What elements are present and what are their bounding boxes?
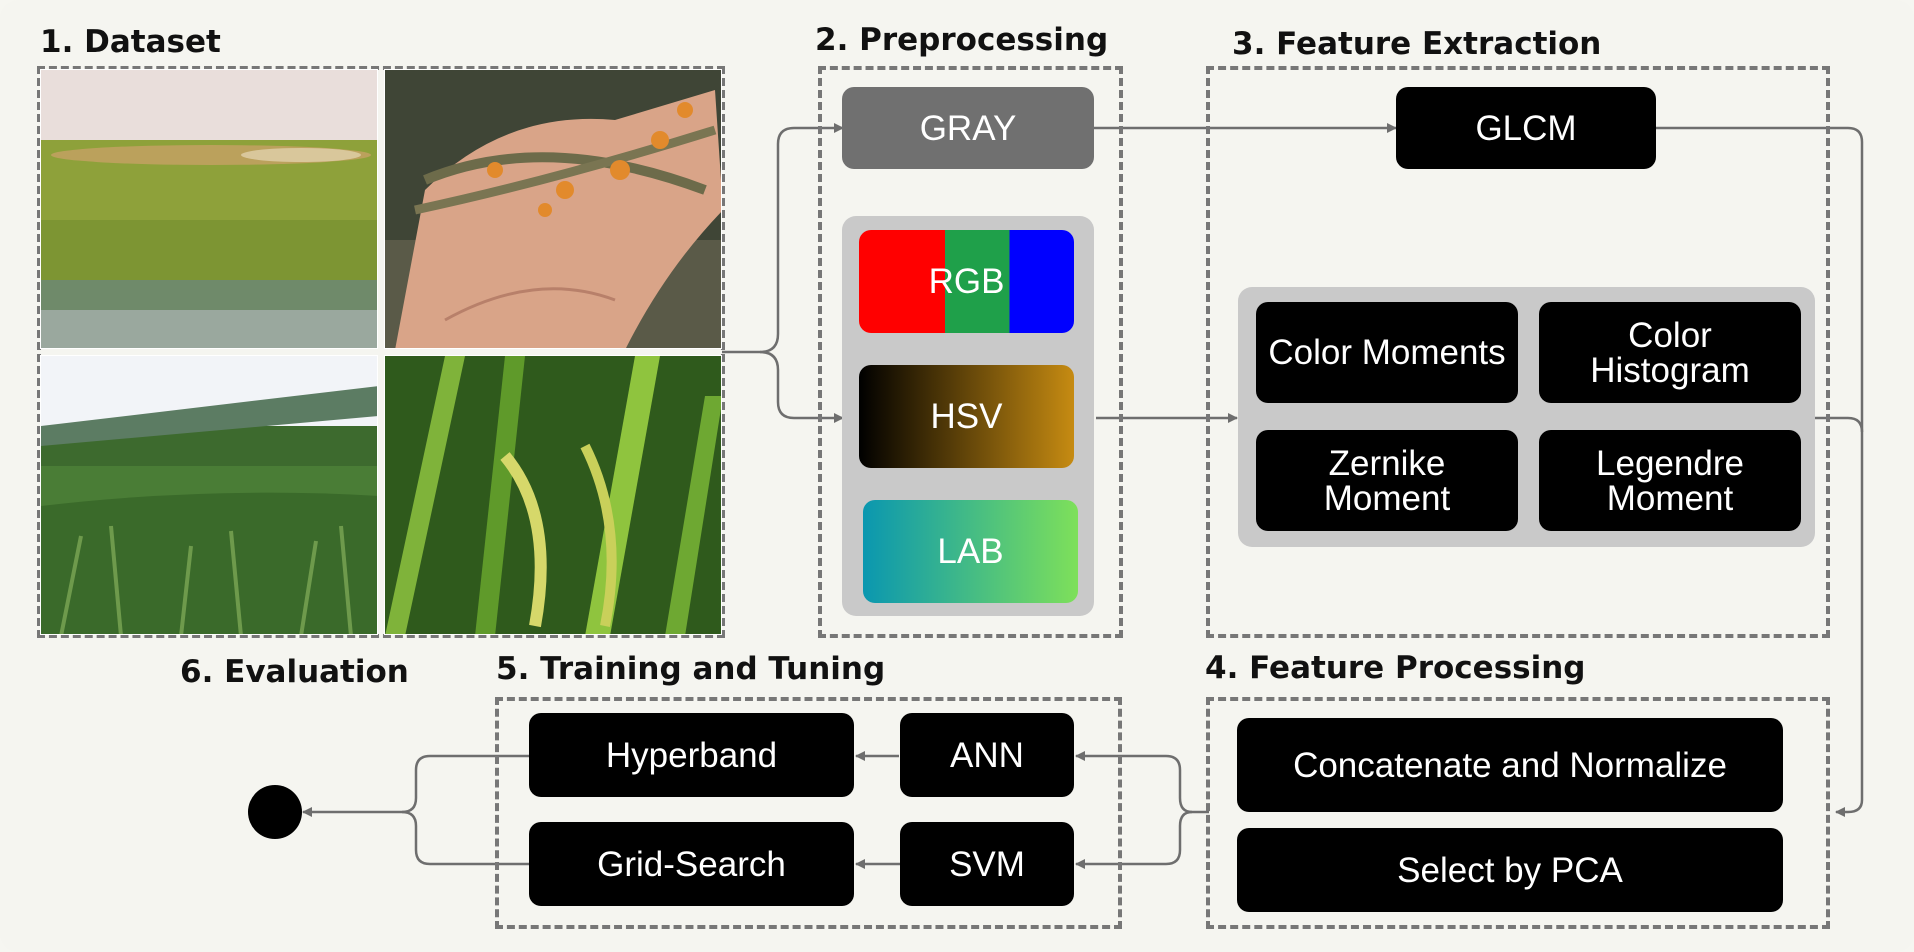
section-title-evaluation: 6. Evaluation	[180, 654, 409, 690]
legendre-moment-box: Legendre Moment	[1539, 430, 1801, 531]
hand-grains-photo	[384, 69, 722, 349]
select-pca-box: Select by PCA	[1237, 828, 1783, 912]
arrow-glcm-processing	[1656, 126, 1864, 817]
gray-box: GRAY	[842, 87, 1094, 169]
section-title-dataset: 1. Dataset	[40, 24, 221, 60]
section-title-feature-extraction: 3. Feature Extraction	[1232, 26, 1602, 62]
hyperband-box: Hyperband	[529, 713, 854, 797]
feature-processing-frame	[1206, 697, 1830, 929]
color-moments-box: Color Moments	[1256, 302, 1518, 403]
concatenate-normalize-box: Concatenate and Normalize	[1237, 718, 1783, 812]
svm-box: SVM	[900, 822, 1074, 906]
feature-extraction-frame	[1206, 66, 1830, 638]
arrow-grid-end	[302, 807, 529, 866]
glcm-box: GLCM	[1396, 87, 1656, 169]
dataset-frame	[37, 66, 725, 638]
section-title-training: 5. Training and Tuning	[496, 651, 886, 687]
rgb-box: RGB	[859, 230, 1074, 333]
rice-field-photo	[40, 355, 378, 635]
training-frame	[495, 697, 1122, 929]
arrow-processing-ann	[1075, 751, 1209, 814]
hsv-box: HSV	[859, 365, 1074, 468]
arrow-features-processing	[1815, 416, 1864, 433]
arrow-dataset-hsv	[759, 350, 844, 423]
leaf-lesion-photo	[40, 69, 378, 349]
section-title-feature-processing: 4. Feature Processing	[1205, 650, 1586, 686]
rice-panicle-photo	[384, 355, 722, 635]
section-title-preprocessing: 2. Preprocessing	[815, 22, 1109, 58]
grid-search-box: Grid-Search	[529, 822, 854, 906]
evaluation-end-node	[248, 785, 302, 839]
arrow-hyperband-end	[401, 754, 529, 814]
lab-box: LAB	[863, 500, 1078, 603]
color-histogram-box: Color Histogram	[1539, 302, 1801, 403]
preprocessing-frame	[818, 66, 1123, 638]
zernike-moment-box: Zernike Moment	[1256, 430, 1518, 531]
ann-box: ANN	[900, 713, 1074, 797]
arrow-dataset-gray	[722, 123, 844, 354]
arrow-processing-svm	[1075, 810, 1193, 869]
